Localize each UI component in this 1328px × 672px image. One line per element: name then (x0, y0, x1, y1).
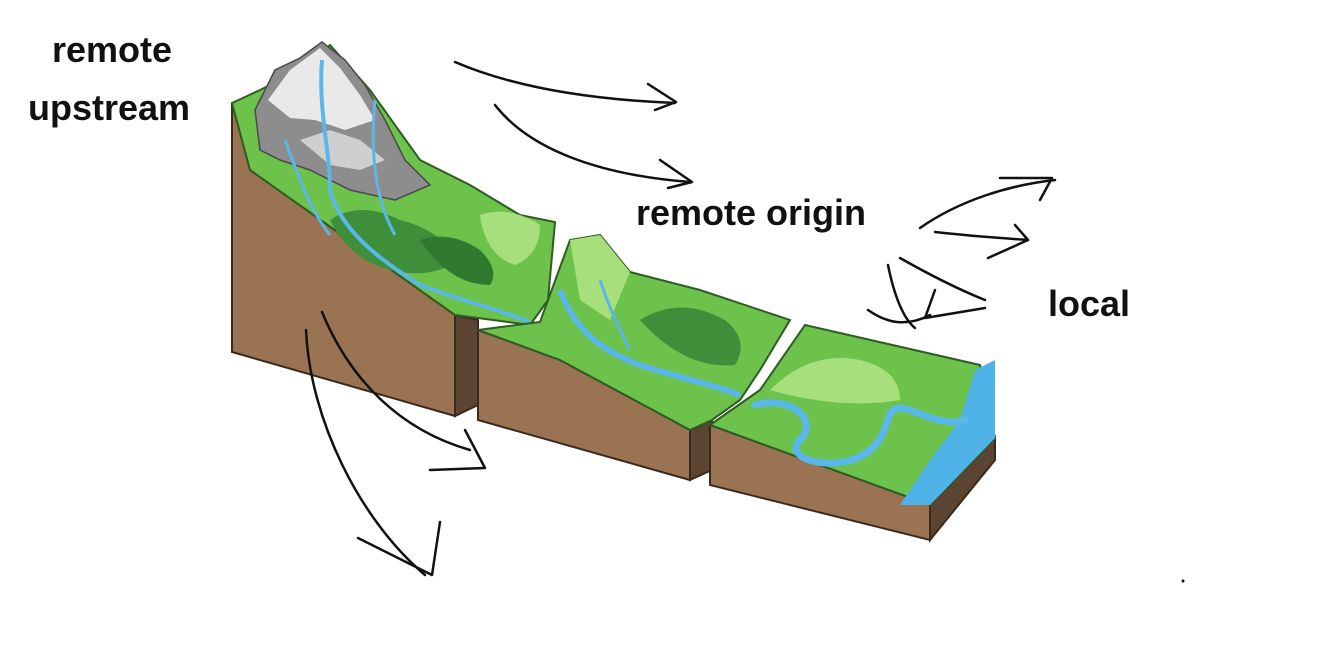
floodplain-block-icon (707, 323, 997, 543)
label-upstream: upstream (28, 87, 191, 128)
arrow-icon (886, 263, 917, 330)
arrow-icon (986, 223, 1030, 260)
arrow-icon (998, 176, 1054, 202)
arrow-icon (933, 230, 1030, 242)
arrow-icon (658, 158, 694, 190)
arrow-icon (320, 310, 472, 452)
mountain-block-icon (230, 41, 557, 418)
arrow-icon (646, 82, 678, 112)
dot-icon (1181, 579, 1185, 583)
label-remote: remote (52, 29, 173, 70)
label-local: local (1048, 283, 1131, 324)
arrow-icon (918, 178, 1057, 230)
arrow-icon (453, 60, 677, 105)
arrow-icon (898, 256, 987, 302)
arrow-icon (304, 328, 427, 577)
arrow-icon (428, 428, 487, 472)
label-remote-origin: remote origin (636, 192, 867, 233)
arrow-icon (356, 520, 442, 577)
arrow-icon (923, 288, 987, 320)
arrow-icon (866, 308, 932, 324)
arrow-icon (493, 103, 692, 184)
